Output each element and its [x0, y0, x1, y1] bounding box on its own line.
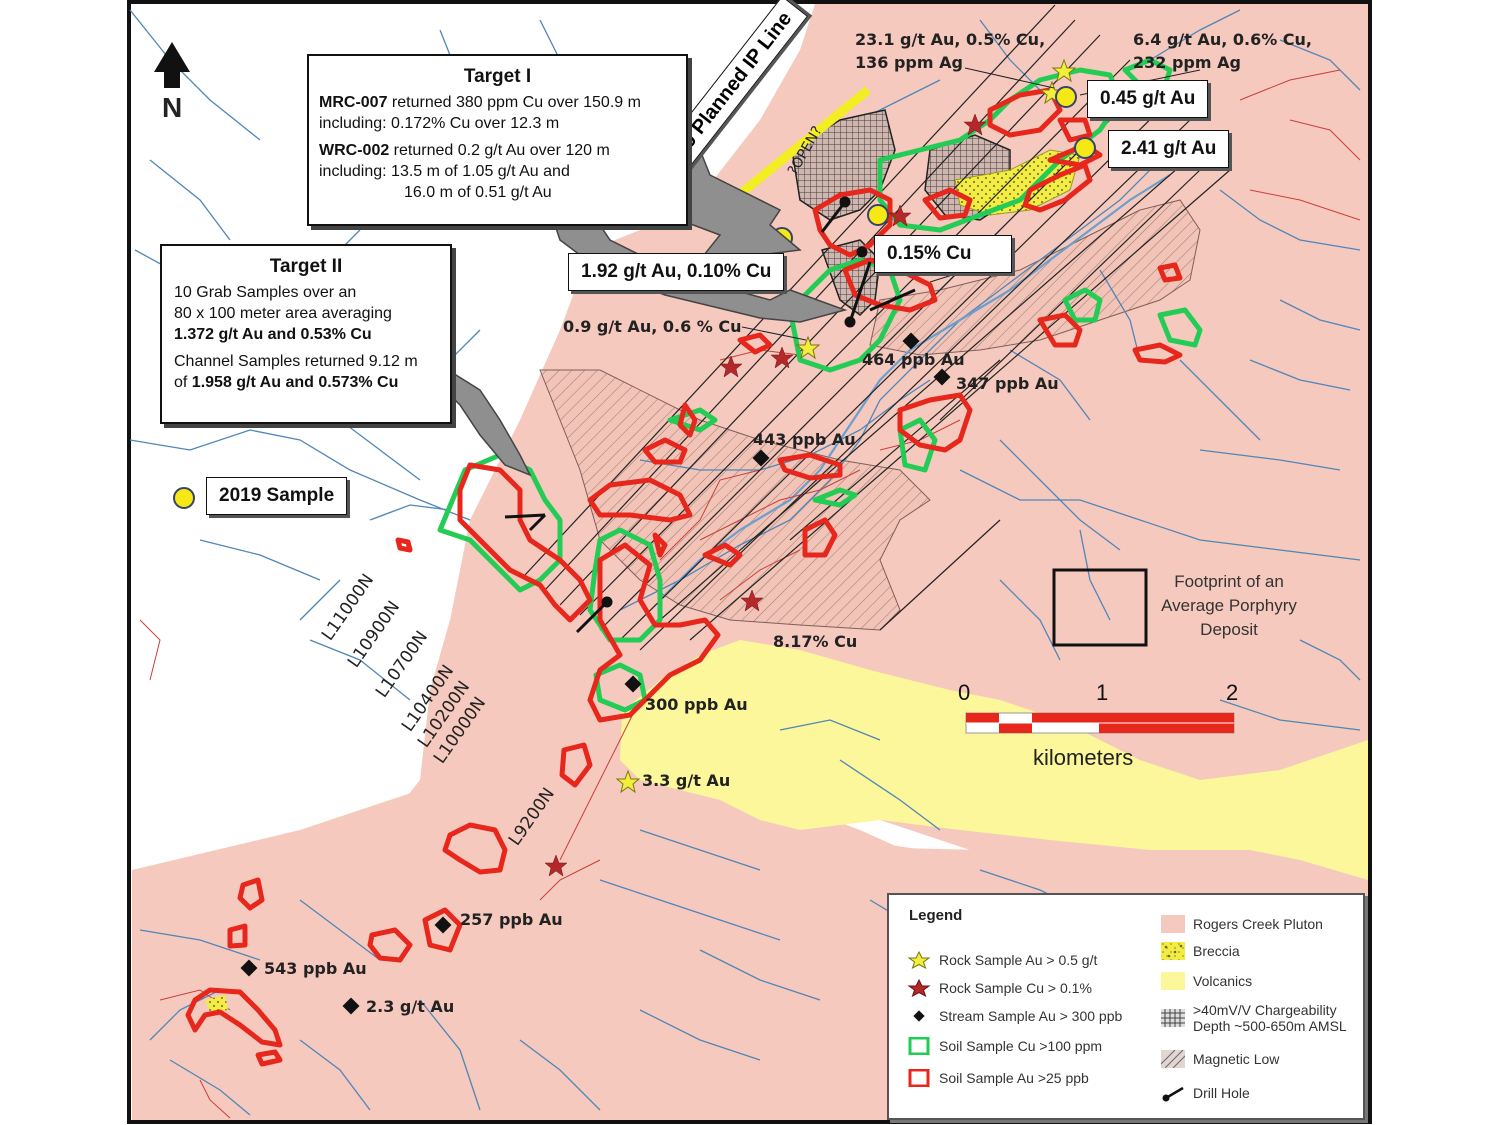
- legend-breccia-label: Breccia: [1193, 943, 1240, 959]
- breccia-swatch: [1161, 942, 1185, 960]
- stream-network: [129, 9, 1361, 1116]
- legend-stream-label: Stream Sample Au > 300 ppb: [939, 1008, 1123, 1024]
- drill-hole-icon: [1162, 1086, 1184, 1102]
- legend-rock-cu-label: Rock Sample Cu > 0.1%: [939, 980, 1092, 996]
- stream-label-257: 257 ppb Au: [460, 910, 563, 929]
- legend-soil-cu-label: Soil Sample Cu >100 ppm: [939, 1038, 1103, 1054]
- sample-2019-dots: [173, 86, 1096, 509]
- target-1-line2: including: 0.172% Cu over 12.3 m: [319, 115, 560, 132]
- magnetic-low: [539, 369, 931, 631]
- target-2-line2: 80 x 100 meter area averaging: [174, 305, 392, 322]
- stream-label-464: 464 ppb Au: [862, 350, 965, 369]
- legend-soil-au-label: Soil Sample Au >25 ppb: [939, 1070, 1089, 1086]
- stream-samples: [240, 332, 951, 1015]
- target-1-line1: returned 380 ppm Cu over 150.9 m: [387, 94, 641, 111]
- sample-label-015: 0.15% Cu: [874, 235, 1012, 273]
- legend-stream: Stream Sample Au > 300 ppb: [907, 1007, 1122, 1025]
- north-arrow-icon: [154, 42, 190, 88]
- rock-label-817: 8.17% Cu: [773, 632, 858, 651]
- footprint-line2: Average Porphyry: [1161, 596, 1297, 615]
- rock-label-231b: 136 ppm Ag: [855, 53, 963, 72]
- target-2-line1: 10 Grab Samples over an: [174, 284, 357, 301]
- footprint-line1: Footprint of an: [1174, 572, 1284, 591]
- legend-charge-line2: Depth ~500-650m AMSL: [1193, 1018, 1347, 1034]
- legend-pluton: Rogers Creek Pluton: [1161, 915, 1323, 933]
- legend-rock-au-label: Rock Sample Au > 0.5 g/t: [939, 952, 1098, 968]
- legend-drill-label: Drill Hole: [1193, 1085, 1250, 1101]
- legend-drill: Drill Hole: [1161, 1084, 1250, 1102]
- rock-label-64b: 232 ppm Ag: [1133, 53, 1241, 72]
- legend-soil-cu: Soil Sample Cu >100 ppm: [907, 1037, 1102, 1055]
- soil-au-anomalies: [185, 87, 1183, 1067]
- star-red-icon: [907, 979, 931, 997]
- diamond-icon: [913, 1010, 925, 1022]
- drill-holes: [504, 196, 916, 634]
- rock-label-33: 3.3 g/t Au: [642, 771, 731, 790]
- grid-swatch: [1161, 1009, 1185, 1027]
- scale-tick-0: 0: [958, 680, 971, 705]
- legend-maglow: Magnetic Low: [1161, 1050, 1279, 1068]
- sample-label-2019: 2019 Sample: [206, 477, 348, 515]
- legend: Legend Rock Sample Au > 0.5 g/t Rock Sam…: [887, 893, 1365, 1120]
- rock-samples-cu: [544, 113, 987, 877]
- target-2-line3: 1.372 g/t Au and 0.53% Cu: [174, 326, 372, 343]
- stream-label-443: 443 ppb Au: [753, 430, 856, 449]
- legend-volcanics-label: Volcanics: [1193, 973, 1253, 989]
- main-creek: [659, 174, 1171, 601]
- target-2-line5-bold: 1.958 g/t Au and 0.573% Cu: [191, 374, 399, 391]
- scale-tick-2: 2: [1226, 680, 1239, 705]
- breccia-area-sw: [205, 995, 228, 1012]
- trails: [139, 69, 1361, 1119]
- stream-label-300: 300 ppb Au: [645, 695, 748, 714]
- target-2-title: Target II: [269, 256, 343, 277]
- legend-maglow-label: Magnetic Low: [1193, 1051, 1280, 1067]
- target-1-title: Target I: [463, 66, 532, 87]
- footprint-line3: Deposit: [1200, 620, 1258, 639]
- legend-volcanics: Volcanics: [1161, 972, 1252, 990]
- legend-chargeability: >40mV/V Chargeability Depth ~500-650m AM…: [1161, 1002, 1347, 1034]
- legend-soil-au: Soil Sample Au >25 ppb: [907, 1069, 1089, 1087]
- rock-label-09: 0.9 g/t Au, 0.6 % Cu: [563, 317, 742, 336]
- north-label: N: [162, 92, 183, 123]
- target-2-line5-pre: of: [174, 374, 192, 391]
- star-yellow-icon: [907, 951, 931, 969]
- target-2-line4: Channel Samples returned 9.12 m: [174, 353, 418, 370]
- breccia-area: [954, 149, 1081, 216]
- sample-label-192: 1.92 g/t Au, 0.10% Cu: [568, 253, 785, 291]
- legend-charge-line1: >40mV/V Chargeability: [1193, 1002, 1337, 1018]
- red-square-icon: [908, 1069, 930, 1087]
- hatch-swatch: [1161, 1050, 1185, 1068]
- chargeability-area-2: [821, 239, 881, 316]
- footprint-text: Footprint of an Average Porphyry Deposit: [1154, 570, 1304, 642]
- rock-label-23: 2.3 g/t Au: [366, 997, 455, 1016]
- volcanics-swatch: [1161, 972, 1185, 990]
- rock-label-64a: 6.4 g/t Au, 0.6% Cu,: [1133, 30, 1313, 49]
- footprint-box: [1052, 568, 1148, 647]
- legend-rock-au: Rock Sample Au > 0.5 g/t: [907, 951, 1097, 969]
- stream-label-347: 347 ppb Au: [956, 374, 1059, 393]
- scale-unit: kilometers: [1033, 745, 1134, 770]
- target-1-hole-a: MRC-007: [319, 94, 388, 111]
- target-2-callout: Target II 10 Grab Samples over an 80 x 1…: [160, 244, 452, 424]
- stream-label-543: 543 ppb Au: [264, 959, 367, 978]
- legend-title: Legend: [909, 907, 963, 924]
- target-1-hole-b: WRC-002: [319, 142, 390, 159]
- target-1-callout: Target I MRC-007 returned 380 ppm Cu ove…: [307, 54, 688, 226]
- sample-label-241: 2.41 g/t Au: [1108, 130, 1230, 168]
- pluton-swatch: [1161, 915, 1185, 933]
- target-1-line5: 16.0 m of 0.51 g/t Au: [404, 184, 552, 201]
- rock-label-231a: 23.1 g/t Au, 0.5% Cu,: [855, 30, 1046, 49]
- volcanics-area: [620, 640, 1368, 880]
- target-1-line4: including: 13.5 m of 1.05 g/t Au and: [319, 163, 570, 180]
- green-square-icon: [908, 1037, 930, 1055]
- sample-label-045: 0.45 g/t Au: [1087, 80, 1209, 118]
- legend-rock-cu: Rock Sample Cu > 0.1%: [907, 979, 1092, 997]
- scale-bar: [965, 712, 1235, 734]
- scale-tick-1: 1: [1096, 680, 1109, 705]
- target-1-line3: returned 0.2 g/t Au over 120 m: [389, 142, 610, 159]
- legend-breccia: Breccia: [1161, 942, 1240, 960]
- legend-pluton-label: Rogers Creek Pluton: [1193, 916, 1323, 932]
